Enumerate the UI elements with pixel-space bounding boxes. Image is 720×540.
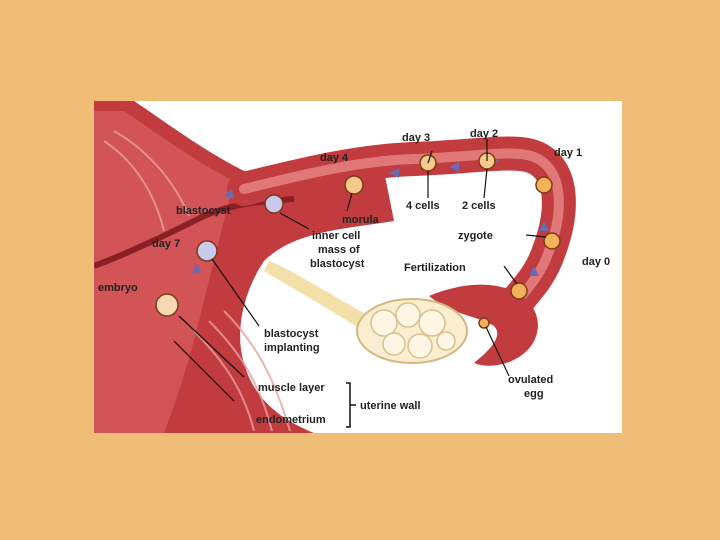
- label-embryo: embryo: [98, 282, 138, 294]
- day7-blastocyst: [197, 241, 217, 261]
- label-zygote: zygote: [458, 230, 493, 242]
- label-day4: day 4: [320, 152, 349, 164]
- label-day7: day 7: [152, 238, 180, 250]
- label-day3: day 3: [402, 132, 430, 144]
- label-inner-cell-1: inner cell: [312, 230, 360, 242]
- label-4-cells: 4 cells: [406, 200, 440, 212]
- fertilized-egg: [511, 283, 527, 299]
- label-2-cells: 2 cells: [462, 200, 496, 212]
- label-day0: day 0: [582, 256, 610, 268]
- day1-cell: [536, 177, 552, 193]
- label-ovulated-1: ovulated: [508, 374, 553, 386]
- label-ovulated-2: egg: [524, 388, 544, 400]
- blastocyst-stage: [265, 195, 283, 213]
- ovarian-ligament: [264, 261, 369, 331]
- label-inner-cell-3: blastocyst: [310, 258, 365, 270]
- label-muscle-layer: muscle layer: [258, 382, 325, 394]
- embryo-implanted: [156, 294, 178, 316]
- zygote-cell: [544, 233, 560, 249]
- label-fertilization: Fertilization: [404, 262, 466, 274]
- diagram-figure: day 3 day 2 day 1 day 4 blastocyst morul…: [94, 101, 622, 433]
- label-uterine-wall: uterine wall: [360, 400, 421, 412]
- uterine-wall-bracket: [346, 383, 356, 427]
- label-blastocyst: blastocyst: [176, 205, 231, 217]
- label-implanting-2: implanting: [264, 342, 320, 354]
- label-endometrium: endometrium: [256, 414, 326, 426]
- label-implanting-1: blastocyst: [264, 328, 319, 340]
- label-day2: day 2: [470, 128, 498, 140]
- label-inner-cell-2: mass of: [318, 244, 360, 256]
- label-day1: day 1: [554, 147, 582, 159]
- morula-stage: [345, 176, 363, 194]
- fallopian-tube-diagram: day 3 day 2 day 1 day 4 blastocyst morul…: [94, 101, 622, 433]
- label-morula: morula: [342, 214, 380, 226]
- ovulated-egg: [479, 318, 489, 328]
